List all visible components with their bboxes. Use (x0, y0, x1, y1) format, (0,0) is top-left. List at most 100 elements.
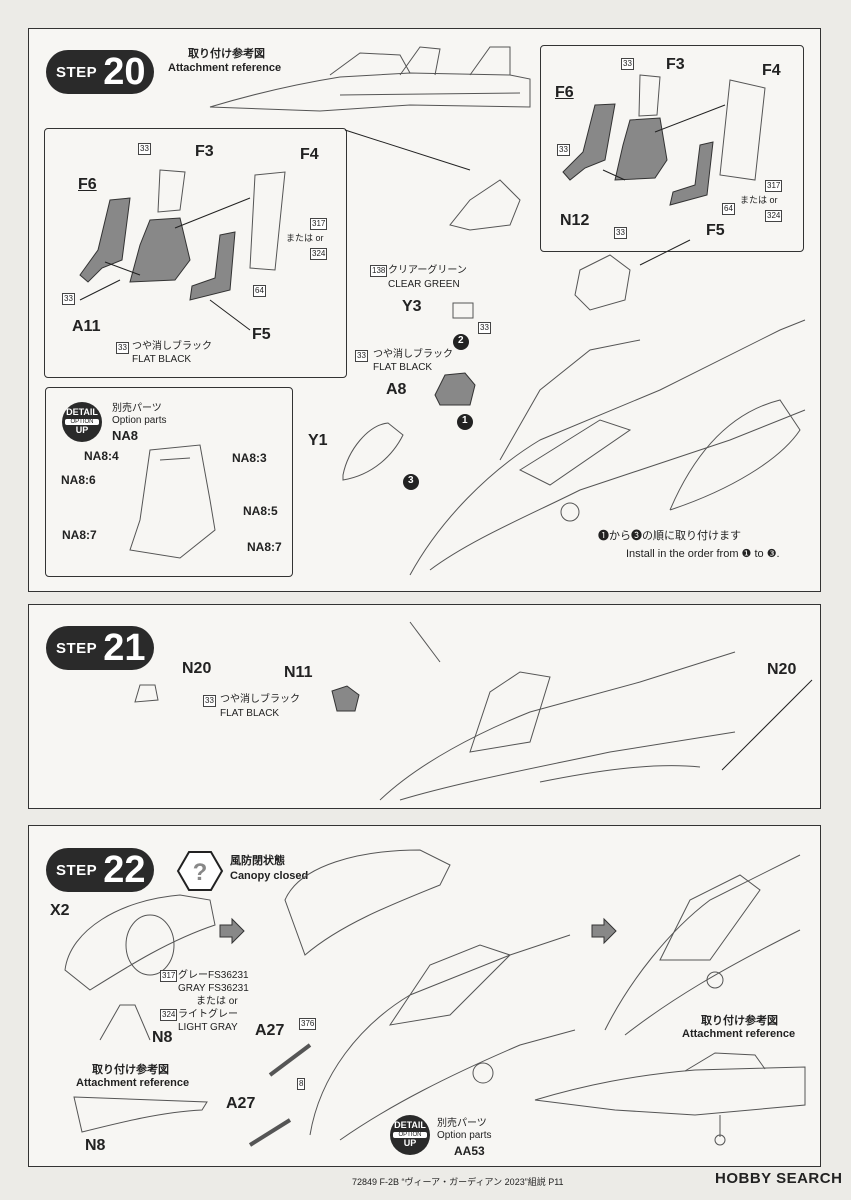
na8-3-label: NA8:3 (232, 451, 267, 465)
part-N8: N8 (85, 1137, 106, 1154)
paint-num-324: 324 (310, 248, 328, 260)
paint-num-324: 324 (765, 210, 783, 222)
flat-black-jp: つや消しブラック (132, 341, 212, 352)
y3-part-sketch (452, 302, 474, 319)
option-parts-jp: 別売パーツ (437, 1118, 487, 1129)
detail-up-logo: DETAIL OPTION UP (62, 402, 102, 442)
attachment-ref-jp: 取り付け参考図 (701, 1015, 778, 1027)
attachment-ref-en: Attachment reference (76, 1077, 190, 1089)
option-parts-en: Option parts (437, 1130, 492, 1141)
flat-black-jp: つや消しブラック (220, 694, 300, 705)
or-label: または or (196, 996, 238, 1007)
sequence-circle-1 (457, 414, 473, 430)
clear-green-jp: クリアーグリーン (388, 265, 467, 276)
light-gray-jp: ライトグレー (178, 1009, 238, 1020)
part-N12: N12 (560, 212, 590, 229)
gray-en: GRAY FS36231 (178, 983, 249, 994)
paint-num-64: 64 (253, 285, 266, 297)
part-F5: F5 (706, 222, 725, 239)
light-gray-en: LIGHT GRAY (178, 1022, 238, 1033)
canopy-fuselage-sketch (284, 849, 576, 1141)
step-number: 20 (103, 51, 146, 93)
arrow-right-icon (591, 917, 617, 945)
a27-part-sketch-2 (248, 1118, 292, 1147)
part-A8: A8 (386, 381, 407, 398)
paint-num-33: 33 (62, 293, 75, 305)
na8-7-label: NA8:7 (247, 540, 282, 554)
sequence-circle-2 (453, 334, 469, 350)
paint-num-33: 33 (203, 695, 216, 707)
part-A11: A11 (72, 318, 101, 335)
canopy-closed-jp: 風防閉状態 (230, 855, 285, 867)
part-N11: N11 (284, 664, 313, 681)
part-F4: F4 (762, 62, 781, 79)
part-F4: F4 (300, 146, 319, 163)
paint-num-33: 33 (355, 350, 368, 362)
canopy-y1-sketch (342, 422, 404, 481)
n11-part-sketch (331, 685, 360, 712)
part-F3: F3 (195, 143, 214, 160)
page-footer: 72849 F-2B “ヴィーア・ガーディアン 2023”組説 P11 (352, 1177, 564, 1187)
n20-part-sketch (134, 684, 159, 703)
part-F5: F5 (252, 326, 271, 343)
gray-jp: グレーFS36231 (178, 970, 249, 981)
up-word: UP (403, 1138, 417, 1149)
step-22-panel (28, 825, 821, 1167)
seat-assembly-sketches (344, 129, 691, 311)
na8-4-label: NA8:4 (84, 449, 119, 463)
part-A27: A27 (255, 1022, 285, 1039)
sequence-circle-1-label: 1 (462, 415, 468, 426)
arrow-right-icon (219, 917, 245, 945)
option-seat-sketch (129, 444, 216, 559)
paint-num-64: 64 (722, 203, 735, 215)
flat-black-jp: つや消しブラック (373, 349, 453, 360)
step-21-badge: STEP 21 (46, 626, 154, 670)
sequence-circle-3-label: 3 (408, 475, 414, 486)
part-N20: N20 (182, 660, 212, 677)
sequence-circle-3 (403, 474, 419, 490)
part-A27: A27 (226, 1095, 256, 1112)
paint-num-317: 317 (160, 970, 178, 982)
install-order-jp: ❶から❸の順に取り付けます (598, 530, 741, 542)
attachment-ref-en: Attachment reference (682, 1028, 796, 1040)
ejection-seat-parts-left (79, 169, 286, 331)
part-F3: F3 (666, 56, 685, 73)
na8-7-label: NA8:7 (62, 528, 97, 542)
step-word: STEP (56, 861, 98, 879)
paint-num-33: 33 (478, 322, 491, 334)
canopy-closed-en: Canopy closed (230, 870, 309, 882)
option-word: OPTION (65, 418, 99, 426)
ejection-seat-parts-right (562, 74, 766, 206)
paint-num-33: 33 (557, 144, 570, 156)
paint-num-138: 138 (370, 265, 388, 277)
paint-num-324: 324 (160, 1009, 178, 1021)
option-word: OPTION (393, 1131, 427, 1139)
attachment-ref-jp: 取り付け参考図 (188, 48, 265, 60)
part-F6: F6 (555, 84, 574, 101)
a27-part-sketch (268, 1043, 312, 1077)
step-22-badge: STEP 22 (46, 848, 154, 892)
flat-black-en: FLAT BLACK (373, 362, 433, 373)
paint-num-33: 33 (614, 227, 627, 239)
step-word: STEP (56, 639, 98, 657)
step-20-badge: STEP 20 (46, 50, 154, 94)
sequence-circle-2-label: 2 (458, 335, 464, 346)
n8-part-sketch (99, 1004, 151, 1041)
a8-part-sketch (434, 372, 476, 406)
part-Y1: Y1 (308, 432, 328, 449)
canopy-x2-sketch (64, 894, 216, 991)
part-N8: N8 (152, 1029, 173, 1046)
paint-num-33: 33 (138, 143, 151, 155)
detail-up-logo: DETAIL OPTION UP (390, 1115, 430, 1155)
option-part-aa53: AA53 (454, 1144, 485, 1158)
aircraft-reference-sketch (209, 46, 531, 112)
hobby-search-watermark: HOBBY SEARCH (715, 1170, 843, 1187)
step-word: STEP (56, 63, 98, 81)
fuselage-cockpit-sketch (409, 319, 806, 576)
canopy-reference-sketch (73, 1096, 208, 1133)
up-word: UP (75, 425, 89, 436)
na8-5-label: NA8:5 (243, 504, 278, 518)
install-order-en: Install in the order from ❶ to ❸. (626, 548, 780, 560)
na8-6-label: NA8:6 (61, 473, 96, 487)
clear-green-en: CLEAR GREEN (388, 279, 460, 290)
